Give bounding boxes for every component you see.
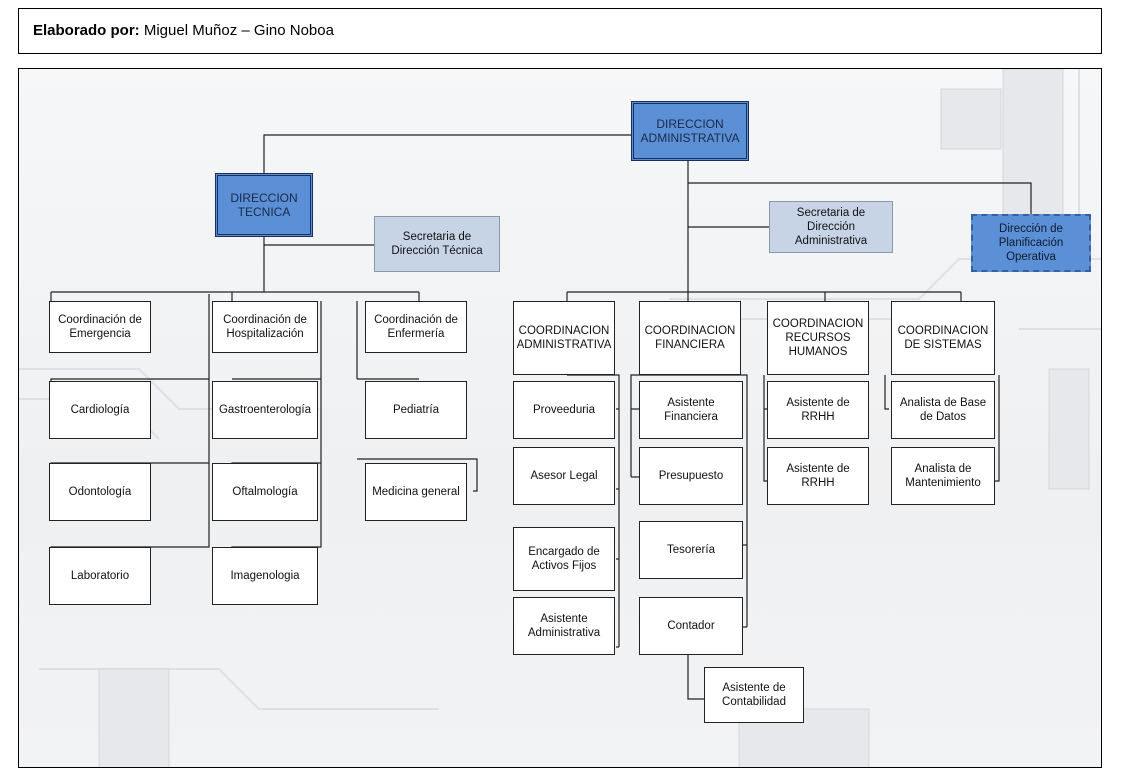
box-odontologia: Odontología (49, 463, 151, 521)
box-analista-mantenimiento: Analista de Mantenimiento (891, 447, 995, 505)
box-contador: Contador (639, 597, 743, 655)
box-activos-fijos: Encargado de Activos Fijos (513, 527, 615, 591)
box-asistente-financiera: Asistente Financiera (639, 381, 743, 439)
author-label: Elaborado por: (33, 22, 140, 39)
box-gastroenterologia: Gastroenterología (212, 381, 318, 439)
box-asistente-contabilidad: Asistente de Contabilidad (704, 667, 804, 723)
box-tesoreria: Tesorería (639, 521, 743, 579)
box-coord-enfermeria: Coordinación de Enfermería (365, 301, 467, 353)
box-proveeduria: Proveeduria (513, 381, 615, 439)
box-oftalmologia: Oftalmología (212, 463, 318, 521)
box-coord-financiera: COORDINACION FINANCIERA (639, 301, 741, 375)
box-coord-administrativa: COORDINACION ADMINISTRATIVA (513, 301, 615, 375)
box-presupuesto: Presupuesto (639, 447, 743, 505)
box-asistente-administrativa: Asistente Administrativa (513, 597, 615, 655)
author-header: Elaborado por: Miguel Muñoz – Gino Noboa (18, 8, 1102, 54)
box-secretaria-tecnica: Secretaria de Dirección Técnica (374, 216, 500, 272)
box-coord-rrhh: COORDINACION RECURSOS HUMANOS (767, 301, 869, 375)
box-pediatria: Pediatría (365, 381, 467, 439)
box-medicina-general: Medicina general (365, 463, 467, 521)
box-cardiologia: Cardiología (49, 381, 151, 439)
box-secretaria-administrativa: Secretaria de Dirección Administrativa (769, 201, 893, 253)
box-laboratorio: Laboratorio (49, 547, 151, 605)
box-direccion-administrativa: DIRECCION ADMINISTRATIVA (631, 101, 749, 161)
box-coord-sistemas: COORDINACION DE SISTEMAS (891, 301, 995, 375)
box-asesor-legal: Asesor Legal (513, 447, 615, 505)
author-names: Miguel Muñoz – Gino Noboa (143, 22, 334, 39)
box-planificacion-operativa: Dirección de Planificación Operativa (971, 214, 1091, 272)
box-analista-base-datos: Analista de Base de Datos (891, 381, 995, 439)
box-asistente-rrhh-1: Asistente de RRHH (767, 381, 869, 439)
box-asistente-rrhh-2: Asistente de RRHH (767, 447, 869, 505)
org-chart: DIRECCION ADMINISTRATIVA DIRECCION TECNI… (18, 68, 1102, 768)
circuit-background (19, 69, 1101, 767)
box-coord-hospitalizacion: Coordinación de Hospitalización (212, 301, 318, 353)
box-coord-emergencia: Coordinación de Emergencia (49, 301, 151, 353)
box-imagenologia: Imagenologia (212, 547, 318, 605)
box-direccion-tecnica: DIRECCION TECNICA (215, 173, 313, 237)
